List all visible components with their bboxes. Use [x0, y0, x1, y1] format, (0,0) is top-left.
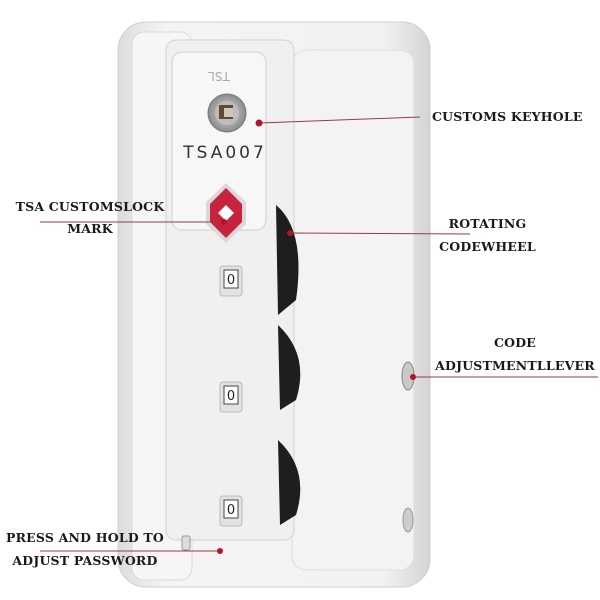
engraving-model: TSA007: [182, 143, 267, 163]
callout-lever-line1: CODE: [493, 335, 536, 350]
callout-tsa-mark-line2: MARK: [67, 221, 113, 236]
engraving-top: TSL: [208, 69, 231, 83]
callout-codewheel-line2: CODEWHEEL: [439, 239, 536, 254]
callout-press-line2: ADJUST PASSWORD: [12, 553, 158, 568]
tsa-mark-icon: [206, 183, 246, 243]
svg-text:0: 0: [227, 503, 235, 518]
callout-lever-line2: ADJUSTMENTLLEVER: [435, 358, 595, 373]
digit-windows: 0 0 0: [219, 265, 243, 527]
svg-text:0: 0: [227, 389, 235, 404]
customs-keyhole: [207, 93, 247, 133]
callout-press-line1: PRESS AND HOLD TO: [5, 530, 165, 545]
callout-customs-keyhole: CUSTOMS KEYHOLE: [432, 109, 583, 124]
callout-codewheel-line1: ROTATING: [448, 216, 527, 231]
codewheels: [276, 205, 301, 525]
svg-text:0: 0: [227, 273, 235, 288]
callout-tsa-mark-line1: TSA CUSTOMSLOCK: [15, 199, 165, 214]
password-reset-button: [181, 535, 191, 551]
